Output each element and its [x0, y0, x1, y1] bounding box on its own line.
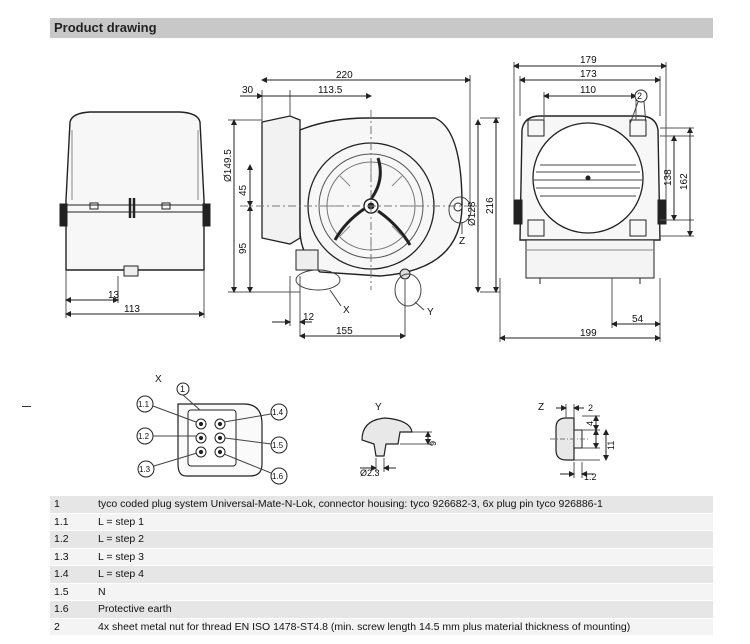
dim-2-3: Ø2.3	[360, 468, 380, 478]
legend-key: 2	[50, 617, 94, 635]
pin-label-1-6: 1.6	[272, 472, 284, 481]
dim-1-2: 1.2	[584, 472, 597, 482]
dim-220: 220	[336, 70, 353, 81]
dim-149-5: Ø149.5	[223, 149, 234, 182]
detail-y	[360, 417, 432, 472]
dim-45: 45	[238, 184, 249, 196]
dim-9: 9	[428, 441, 438, 446]
dim-138: 138	[663, 169, 674, 186]
legend-key: 1.2	[50, 530, 94, 548]
legend-key: 1.1	[50, 512, 94, 531]
margin-mark	[22, 406, 31, 407]
dim-113-5: 113.5	[318, 85, 343, 96]
detail-z	[550, 404, 609, 478]
detail-z-title: Z	[538, 402, 544, 413]
legend-key: 1.3	[50, 547, 94, 566]
detail-x	[136, 382, 288, 485]
legend-text: Protective earth	[94, 600, 713, 618]
dim-12: 12	[303, 312, 315, 323]
pin-label-1-1: 1.1	[138, 400, 150, 409]
pin-label-1-4: 1.4	[272, 408, 284, 417]
legend-key: 1.5	[50, 582, 94, 601]
dim-128: Ø128	[467, 201, 478, 226]
pin-label-1-5: 1.5	[272, 441, 284, 450]
dim-199: 199	[580, 328, 597, 339]
back-view	[499, 62, 694, 342]
detail-y-title: Y	[375, 402, 382, 413]
legend-key: 1.4	[50, 565, 94, 583]
front-view	[59, 111, 211, 318]
pin-label-1-3: 1.3	[139, 465, 151, 474]
dim-155: 155	[336, 326, 353, 337]
legend-text: L = step 4	[94, 565, 713, 583]
detail-x-title: X	[155, 374, 162, 385]
callout-z: Z	[459, 236, 465, 247]
callout-y: Y	[427, 307, 434, 318]
legend-text: N	[94, 582, 713, 601]
dim-4: 4	[585, 421, 595, 426]
section-header: Product drawing	[50, 18, 713, 38]
dim-179: 179	[580, 55, 597, 66]
dim-54: 54	[632, 314, 644, 325]
legend-text: 4x sheet metal nut for thread EN ISO 147…	[94, 617, 713, 635]
section-title: Product drawing	[54, 20, 157, 35]
legend-text: L = step 2	[94, 530, 713, 548]
dim-162: 162	[679, 173, 690, 190]
legend-key: 1.6	[50, 600, 94, 618]
legend-text: L = step 3	[94, 547, 713, 566]
dim-110: 110	[580, 85, 596, 96]
dim-30: 30	[242, 85, 254, 96]
dim-13: 13	[108, 290, 120, 301]
dim-113-front: 113	[124, 304, 140, 315]
legend-text: L = step 1	[94, 512, 713, 531]
legend-key: 1	[50, 495, 94, 513]
pin-label-1-2: 1.2	[138, 432, 150, 441]
legend-text: tyco coded plug system Universal-Mate-N-…	[94, 495, 713, 513]
side-view	[228, 75, 500, 339]
dim-2: 2	[588, 403, 593, 413]
dim-95: 95	[238, 242, 249, 254]
dim-216: 216	[485, 197, 496, 214]
dim-173: 173	[580, 69, 597, 80]
callout-x: X	[343, 305, 350, 316]
callout-2: 2	[637, 91, 642, 101]
product-drawing: 13 113	[59, 55, 694, 485]
detail-x-callout-1: 1	[180, 384, 185, 394]
dim-11: 11	[606, 441, 616, 450]
